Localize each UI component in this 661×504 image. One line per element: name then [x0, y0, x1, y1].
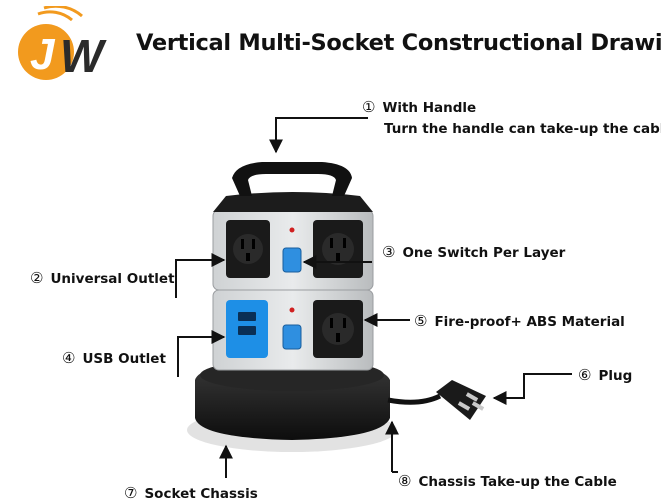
jw-logo: J W — [18, 6, 107, 82]
cable — [387, 393, 442, 405]
leader-usb-outlet — [177, 330, 226, 377]
callout-handle-detail: Turn the handle can take-up the cable — [384, 121, 661, 137]
leader-plug — [492, 373, 572, 405]
plug — [436, 380, 486, 420]
leader-universal-outlet — [175, 253, 226, 298]
lower-switch — [282, 324, 302, 350]
handle — [232, 162, 352, 196]
svg-text:J: J — [30, 30, 56, 79]
leader-handle — [269, 117, 368, 154]
svg-text:W: W — [60, 30, 107, 82]
top-cap — [213, 192, 373, 212]
page-title: Vertical Multi-Socket Constructional Dra… — [136, 30, 661, 56]
upper-switch — [282, 247, 302, 273]
